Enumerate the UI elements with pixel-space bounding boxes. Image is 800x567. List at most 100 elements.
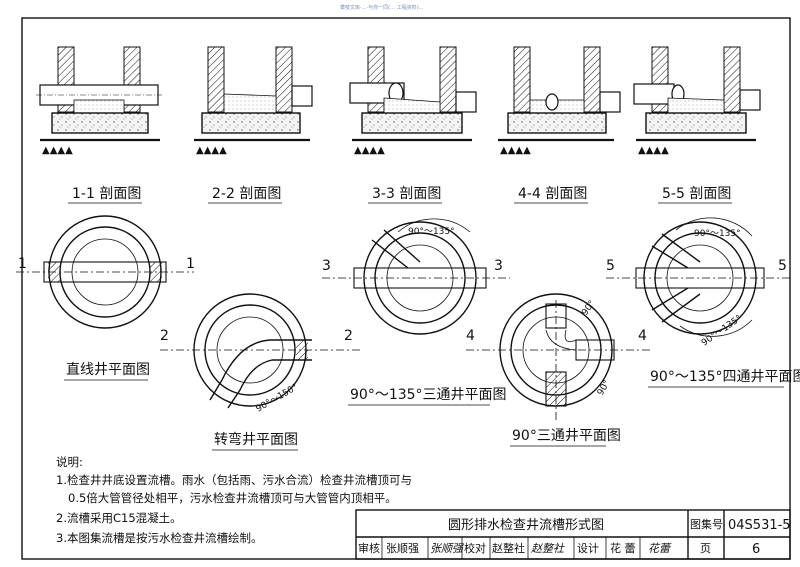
branch-pipe: [371, 229, 421, 269]
plan-tee-range: 3 3 90°～135° 90°～135°三通井平面图: [322, 218, 510, 406]
ground-symbol: ▲▲▲▲: [196, 145, 227, 156]
channel: [223, 93, 277, 114]
note-line: 1.检查井井底设置流槽。雨水（包括雨、污水合流）检查井流槽顶可与: [56, 473, 412, 487]
atlas-label: 图集号: [690, 517, 723, 531]
angle-label-bottom: 90°: [596, 379, 613, 398]
chamber-ring: [386, 244, 454, 312]
plan-cross: 5 5 90°～135° 90°～135° 90°～135°四通井平面图: [606, 217, 800, 388]
plan-straight: 1 1 直线井平面图: [16, 215, 195, 381]
cut-marker-right: 1: [186, 256, 195, 272]
section-title: 3-3 剖面图: [372, 186, 441, 202]
angle-label: 90°～135°: [408, 227, 455, 237]
note-line: 2.流槽采用C15混凝土。: [56, 511, 182, 525]
title-block-frame: [355, 509, 791, 560]
cut-marker-left: 3: [322, 258, 331, 274]
plan-title: 90°三通井平面图: [512, 428, 621, 444]
ground-symbol: ▲▲▲▲: [42, 145, 73, 156]
page-number: 6: [752, 542, 760, 557]
note-line: 3.本图集流槽是按污水检查井流槽绘制。: [56, 531, 262, 545]
checker-label: 校对: [464, 541, 486, 555]
cut-marker-right: 5: [778, 258, 787, 274]
pipe: [43, 261, 167, 283]
angle-arc-lower: [679, 319, 753, 337]
section-2-2: ▲▲▲▲ 2-2 剖面图: [194, 46, 313, 204]
inner-wall: [654, 232, 746, 324]
channel: [383, 97, 441, 114]
ground-symbol: ▲▲▲▲: [638, 145, 669, 156]
base-slab: [507, 112, 607, 134]
wall-right: [439, 46, 457, 113]
inner-wall: [59, 226, 151, 318]
designer-name: 花 蕾: [610, 542, 636, 555]
pipe-hatch-left: [48, 262, 60, 282]
base-slab: [645, 112, 747, 134]
plan-title: 90°～135°四通井平面图: [650, 369, 800, 385]
branch-pipe: [545, 93, 559, 111]
bend-channel-inner: [227, 359, 312, 409]
cut-marker-right: 3: [494, 258, 503, 274]
reviewer-signature: 张顺强: [430, 542, 464, 555]
angle-arc-upper: [675, 217, 753, 237]
plan-tee-90: 4 4 90° 90° 90°三通井平面图: [466, 293, 650, 447]
checker-name: 赵整社: [492, 541, 525, 555]
section-1-1: ▲▲▲▲ 1-1 剖面图: [36, 46, 162, 204]
notes: 说明: 1.检查井井底设置流槽。雨水（包括雨、污水合流）检查井流槽顶可与 0.5…: [56, 455, 412, 545]
checker-signature: 赵整社: [531, 542, 565, 555]
section-5-5: ▲▲▲▲ 5-5 剖面图: [633, 46, 761, 204]
chamber-ring: [216, 316, 284, 384]
section-3-3: ▲▲▲▲ 3-3 剖面图: [349, 46, 477, 204]
branch-pipe-lower: [651, 287, 701, 323]
pipe-stub: [739, 89, 761, 111]
section-4-4: ▲▲▲▲ 4-4 剖面图: [498, 46, 621, 204]
base-slab: [361, 112, 463, 134]
wall-left: [513, 46, 531, 113]
pipe-stub: [291, 85, 313, 107]
note-line: 0.5倍大管管径处相平，污水检查井流槽顶可与大管管内顶相平。: [68, 491, 397, 505]
cut-marker-left: 1: [18, 256, 27, 272]
section-title: 1-1 剖面图: [72, 186, 141, 202]
pipe-stub: [455, 91, 477, 113]
drawing-title: 圆形排水检查井流槽形式图: [448, 518, 604, 533]
plan-title: 90°～135°三通井平面图: [350, 387, 507, 403]
main-pipe: [635, 267, 765, 289]
angle-label-upper: 90°～135°: [694, 229, 741, 239]
branch-pipe-bottom: [545, 371, 567, 407]
wall-right: [275, 46, 293, 113]
outer-wall: [363, 221, 477, 335]
designer-signature: 花蕾: [648, 542, 672, 555]
chamber-ring: [71, 238, 139, 306]
branch-pipe-upper: [651, 233, 701, 269]
cut-marker-left: 5: [606, 258, 615, 274]
cut-marker-right: 4: [638, 328, 647, 344]
watermark-text: 攀枝文库·…·与你一同(… 工程资料)…: [340, 4, 424, 11]
inner-wall: [204, 304, 296, 396]
channel: [667, 97, 725, 114]
wall-right: [723, 46, 741, 113]
plan-title: 直线井平面图: [66, 361, 150, 378]
reviewer-label: 审核: [358, 541, 380, 555]
cut-marker-left: 4: [466, 328, 475, 344]
branch-pipe-top: [545, 303, 567, 329]
bend-channel: [209, 339, 312, 401]
angle-arc: [397, 218, 471, 233]
ground-symbol: ▲▲▲▲: [500, 145, 531, 156]
notes-heading: 说明:: [56, 455, 83, 469]
outer-wall: [643, 221, 757, 335]
page-label: 页: [700, 542, 711, 555]
pipe-stub: [599, 91, 621, 113]
cut-marker-left: 2: [160, 328, 169, 344]
pipe-hatch-right: [150, 262, 162, 282]
plan-title: 转弯井平面图: [214, 431, 298, 448]
section-title: 2-2 剖面图: [212, 186, 281, 202]
chamber-ring: [666, 244, 734, 312]
designer-label: 设计: [577, 542, 599, 555]
section-title: 5-5 剖面图: [662, 186, 731, 202]
title-block: 圆形排水检查井流槽形式图 图集号 04S531-5 审核 张顺强 张顺强 校对 …: [355, 509, 791, 560]
reviewer-name: 张顺强: [386, 542, 419, 555]
angle-label-top: 90°: [580, 299, 597, 318]
atlas-number: 04S531-5: [728, 518, 791, 533]
angle-label: 90°～150°: [255, 383, 300, 415]
main-pipe: [353, 267, 487, 289]
channel-curve: [545, 329, 577, 351]
